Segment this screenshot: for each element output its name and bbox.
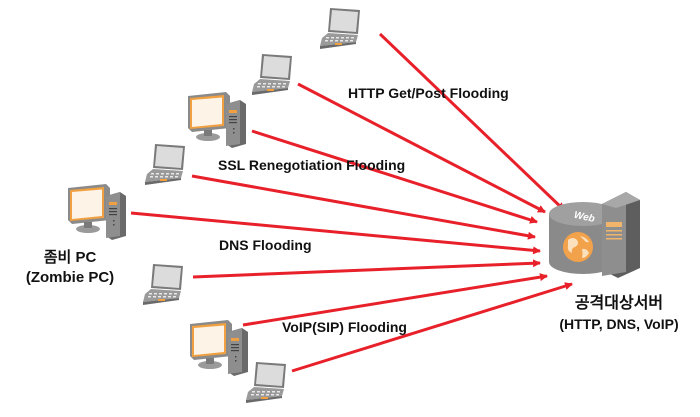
laptop-icon <box>252 54 292 95</box>
laptop-icon <box>246 362 286 403</box>
target-server-label-en: (HTTP, DNS, VoIP) <box>559 316 679 332</box>
desktop-pc-icon <box>68 184 126 240</box>
attack-label-ssl: SSL Renegotiation Flooding <box>218 157 406 173</box>
laptop-icon <box>145 144 185 185</box>
globe-icon <box>563 232 593 262</box>
arrow-laptop-3 <box>191 174 536 240</box>
desktop-pc-icon <box>190 320 248 376</box>
zombie-pc-label: 좀비 PC (Zombie PC) <box>20 248 120 288</box>
arrow-laptop-5 <box>291 282 573 373</box>
attack-label-http: HTTP Get/Post Flooding <box>348 85 509 101</box>
arrow-desktop-2 <box>130 211 541 255</box>
attack-label-voip: VoIP(SIP) Flooding <box>282 319 407 335</box>
laptop-icon <box>320 8 360 49</box>
attack-label-dns: DNS Flooding <box>219 237 312 253</box>
arrow-desktop-1 <box>251 129 538 224</box>
arrow-laptop-1 <box>378 32 566 212</box>
arrow-laptop-4 <box>192 259 541 279</box>
arrow-laptop-2 <box>297 82 546 214</box>
desktop-pc-icon <box>188 92 246 148</box>
target-server-label-ko: 공격대상서버 <box>574 295 664 312</box>
zombie-pc-label-en: (Zombie PC) <box>25 269 115 286</box>
target-server-icon: Web <box>549 192 640 278</box>
web-label: Web <box>573 210 596 225</box>
attack-arrows <box>130 32 573 373</box>
web-server-cylinder-icon: Web <box>549 202 617 274</box>
zombie-pc-label-ko: 좀비 PC <box>43 249 97 266</box>
tower-server-icon <box>602 192 640 278</box>
target-server-label: 공격대상서버 (HTTP, DNS, VoIP) <box>544 294 694 334</box>
laptop-icon <box>143 264 183 305</box>
arrow-desktop-3 <box>242 273 548 327</box>
